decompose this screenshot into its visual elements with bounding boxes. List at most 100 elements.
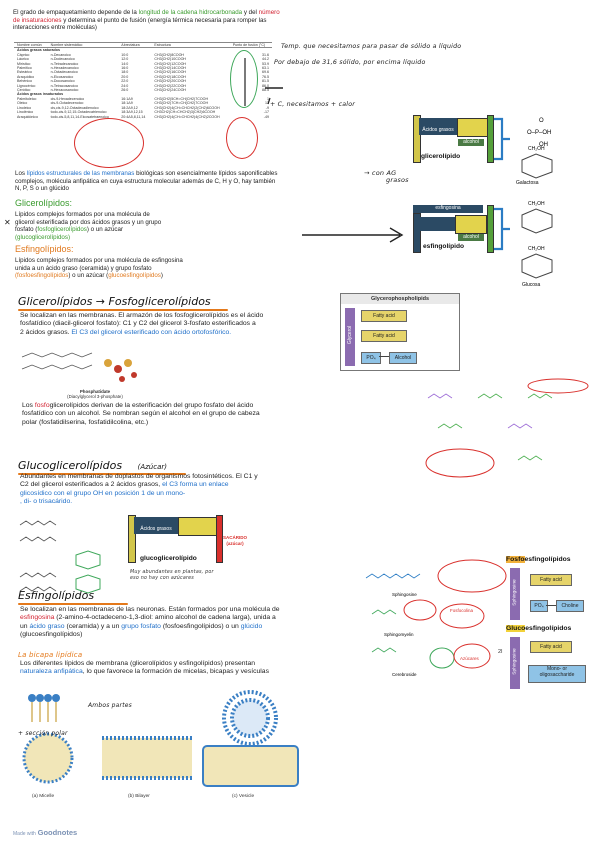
phospho-text-2: Los fosfoglicerolípidos derivan de la es… [22, 402, 342, 427]
table-cell: n-Decanoico [50, 52, 71, 57]
oligo-line-2: oligosaccharide [539, 672, 575, 678]
intro-text-and: y del [242, 9, 259, 16]
footer-made-with: Made with [13, 831, 36, 837]
phospho-text: Se localizan en las membranas. El armazó… [20, 312, 330, 337]
table-cell: CH3(CH2)8COOH [154, 52, 184, 57]
membrane-structures-figure: + sección polar Ambos partes (a) Micelle… [18, 688, 318, 803]
glycerolipids-line-3a: fosfato ( [15, 226, 38, 234]
col-header: Estructura [154, 43, 171, 47]
table-section-row: Ácidos grasos saturados [14, 48, 272, 53]
table-cell: 53.9 [262, 61, 269, 66]
sphingolipids-text: Lípidos complejos formados por una moléc… [15, 257, 265, 280]
sphingo-line-3f: glúcido [240, 622, 263, 630]
table-cell: 69.6 [262, 70, 269, 75]
table-cell: 12:0 [121, 57, 129, 62]
gluco-sugar-label-1: SACÁRIDO [222, 535, 247, 540]
gluco-fatty-acid-label: Ácidos grasos [134, 526, 178, 534]
gluco-note-1: Muy abundantes en plantas, por [130, 570, 214, 575]
mol-sphingosine: Sphingosine [392, 592, 417, 597]
phospho-line-5: fosfatídico con un alcohol. Se nombran s… [22, 410, 260, 418]
table-section-label: Ácidos grasos insaturados [17, 92, 64, 97]
sphingolipids-line-2: unida a un ácido graso (ceramida) y grup… [15, 264, 152, 272]
glucose-ring-icon-2: CH₂OH Glucosa [521, 246, 553, 288]
table-cell: 20:0 [121, 74, 129, 79]
glucoglycerolipid-diagram: Ácidos grasos SACÁRIDO (azúcar) glucogli… [128, 515, 250, 573]
table-cell: cis-9-Hexadecenoico [50, 96, 85, 101]
gluco-sugar-label-2: (azúcar) [226, 541, 244, 546]
table-cell: 1 [267, 96, 269, 101]
table-cell: CH3(CH2)24COOH [154, 88, 186, 93]
svg-text:OH: OH [539, 142, 548, 148]
table-cell: 76.5 [262, 74, 269, 79]
table-cell: Oleico [17, 101, 28, 106]
table-cell: CH3(CH2)10COOH [154, 57, 186, 62]
intro-highlight-number: número [258, 9, 280, 16]
table-cell: Láurico [17, 57, 29, 62]
glycerolipids-title: Glicerolípidos: [15, 199, 72, 208]
table-cell: 63.1 [262, 66, 269, 71]
note-melting-temp: Temp. que necesitamos para pasar de sóli… [281, 43, 462, 50]
table-cell: CH3(CH2)5CH=CH(CH2)7COOH [154, 96, 209, 101]
highlight-oval-saturated [230, 50, 258, 108]
table-cell: 86.0 [262, 83, 269, 88]
lipids-intro-2: complejos, molécula anfipática en cuya e… [15, 177, 276, 185]
table-cell: Palmitoleico [17, 96, 37, 101]
mol-sugars: Azúcares [460, 656, 480, 661]
alcohol-box: Alcohol [389, 352, 417, 364]
glycerolipids-line-4: (glucoglicerolípidos) [15, 233, 71, 241]
phospho-line-4b: fosfo [34, 402, 50, 409]
sphingo-fatty-box-1: Fatty acid [530, 574, 572, 586]
arrow-notes [244, 58, 283, 106]
sphingolipids-line-3a: (fosfoesfingolípidos [15, 272, 69, 280]
table-section-row: Ácidos grasos insaturados [14, 92, 272, 96]
glycerolipid-label: glicerolípido [421, 153, 461, 160]
table-cell: 10:0 [121, 52, 129, 57]
table-cell: 26:0 [121, 88, 129, 93]
phospho-line-2: fosfatídico (diacil-glicerol fosfato): C… [20, 320, 256, 328]
table-cell: n-Eicosanoico [50, 74, 74, 79]
sphingo-line-1: Se localizan en las membranas de las neu… [20, 606, 280, 613]
sphingo-fatty-box-2: Fatty acid [530, 641, 572, 653]
table-cell: -9 [265, 105, 269, 110]
note-with-fatty-acids: → con AG grasos [364, 169, 409, 184]
table-cell: CH3(CH2)18COOH [154, 74, 186, 79]
sphingosine-bar-2 [510, 637, 520, 689]
svg-text:CH₂OH: CH₂OH [528, 146, 545, 152]
glycerolipid-diagram: Ácidos grasos alcohol glicerolípido [413, 115, 503, 167]
table-cell: CH3(CH2)16COOH [154, 70, 186, 75]
table-cell: -49 [263, 114, 269, 119]
fatty-acid-box-1: Fatty acid [361, 310, 407, 322]
svg-text:CH₂OH: CH₂OH [528, 201, 545, 207]
gluco-heading-text: Glucoglicerolípidos [18, 459, 123, 472]
bracket-arrow-2 [494, 207, 510, 251]
glycerolipids-title-text: Glicerolípidos: [15, 198, 73, 208]
sphingo-line-3d: grupo fosfato [121, 622, 161, 630]
sphingo-phosphate-box: PO₄ [530, 600, 548, 612]
glucosphingolipids-title-a: Gluco [506, 625, 526, 632]
table-cell: 18:1Δ9 [121, 101, 133, 106]
fatty-acid-box-2: Fatty acid [361, 330, 407, 342]
sphingosine-label: esfingosina [413, 205, 483, 213]
gluco-text: Abundantes en membranas de doplastos de … [20, 473, 350, 507]
sphingo-line-2a: esfingosina [20, 614, 55, 622]
table-cell: Araquídico [17, 74, 35, 79]
table-cell: n-Dodecanoico [50, 57, 75, 62]
glycerophospholipids-title: Glycerophospholipids [341, 294, 459, 304]
col-header: Punto de fusión (°C) [232, 43, 266, 47]
sphingolipid-structures-figure: Sphingosine Sphingomyelin Cerebroside Fo… [365, 559, 507, 677]
sphingosine-bar-1 [510, 568, 520, 620]
oligo-line-1: Mono- or [546, 666, 567, 672]
sphingolipid-label: esfingolípido [423, 243, 465, 250]
bracket-arrow-1 [494, 117, 510, 161]
table-cell: 18:3Δ9,12,15 [121, 110, 143, 115]
sphingo-line-3b: ácido graso [29, 622, 65, 630]
bilayer-text: Los diferentes lípidos de membrana (glic… [20, 660, 400, 677]
table-cell: CH3(CH2)7CH=CH(CH2)7COOH [154, 101, 209, 106]
table-cell: 14:0 [121, 61, 129, 66]
